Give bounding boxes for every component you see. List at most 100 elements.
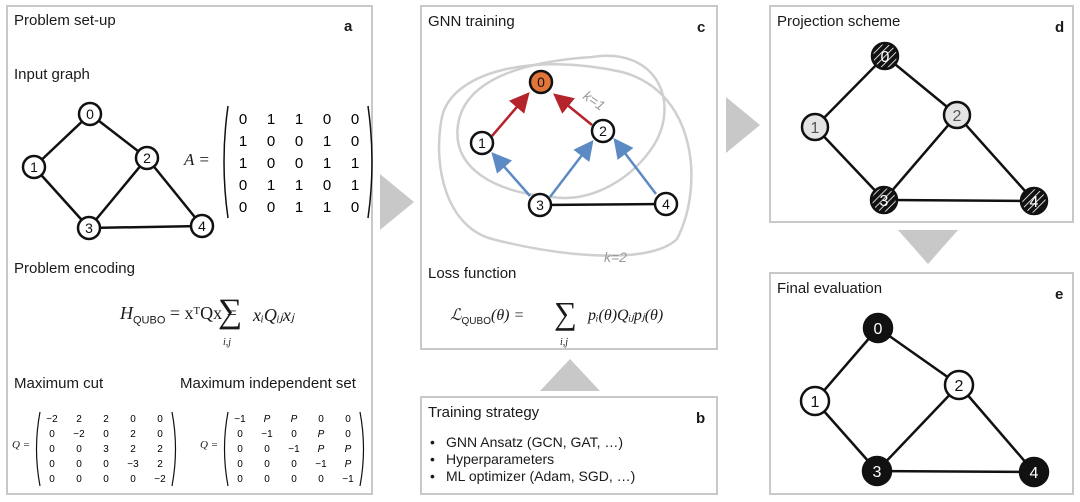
matrix-cell: 0 (103, 459, 109, 470)
matrix-cell: 0 (351, 133, 359, 150)
loss-lhs: ℒQUBO(θ) = (450, 305, 524, 327)
matrix-cell: −1 (261, 429, 273, 440)
matrix-cell: −2 (73, 429, 85, 440)
strategy-item: GNN Ansatz (GCN, GAT, …) (426, 434, 635, 451)
panel-a-letter: a (344, 18, 353, 35)
graph-node (861, 455, 893, 487)
matrix-cell: −1 (315, 459, 327, 470)
graph-node (76, 215, 102, 241)
matrix-cell: 0 (239, 199, 247, 216)
matrix-cell: 1 (295, 111, 303, 128)
matrix-cell: 1 (239, 133, 247, 150)
graph-node (528, 69, 554, 95)
graph-node (799, 385, 831, 417)
matrix-cell: 0 (291, 474, 297, 485)
hamiltonian-symbol: H (120, 303, 133, 323)
mis-q-label: Q = (200, 439, 219, 451)
matrix-cell: P (264, 414, 271, 425)
graph-node (590, 118, 616, 144)
graph-node-label: 0 (86, 106, 94, 122)
strategy-list: GNN Ansatz (GCN, GAT, …) Hyperparameters… (426, 434, 635, 485)
adjacency-label: A = (184, 150, 210, 169)
mis-label: Maximum independent set (180, 375, 356, 392)
panel-a-title: Problem set-up (14, 12, 116, 29)
matrix-cell: 2 (103, 414, 109, 425)
matrix-cell: 0 (76, 474, 82, 485)
matrix-cell: 2 (157, 459, 163, 470)
loss-sub: QUBO (461, 316, 491, 328)
graph-node-label: 4 (662, 196, 670, 212)
matrix-cell: −1 (288, 444, 300, 455)
panel-d-title: Projection scheme (777, 13, 901, 30)
matrix-cell: 0 (239, 177, 247, 194)
k2-label: k=2 (604, 249, 627, 265)
graph-node-label: 1 (811, 120, 820, 137)
matrix-cell: 0 (157, 414, 163, 425)
graph-node-label: 1 (811, 394, 820, 411)
graph-node-label: 0 (874, 321, 883, 338)
matrix-cell: 0 (318, 414, 324, 425)
matrix-cell: 1 (351, 177, 359, 194)
matrix-cell: 0 (49, 429, 55, 440)
matrix-cell: 0 (267, 199, 275, 216)
loss-sum-index: i,j (560, 337, 569, 348)
encoding-label: Problem encoding (14, 260, 135, 277)
matrix-cell: 1 (239, 155, 247, 172)
matrix-cell: 0 (76, 444, 82, 455)
matrix-cell: 0 (237, 444, 243, 455)
matrix-cell: 0 (49, 459, 55, 470)
graph-node-label: 2 (143, 150, 151, 166)
graph-node-label: 0 (881, 49, 890, 66)
hamiltonian: HQUBO = xᵀQx = (120, 303, 237, 327)
graph-node (800, 112, 830, 142)
matrix-cell: 0 (237, 459, 243, 470)
graph-node-label: 4 (1030, 465, 1039, 482)
graph-node-label: 3 (536, 197, 544, 213)
matrix-cell: 0 (295, 155, 303, 172)
matrix-cell: 0 (295, 133, 303, 150)
matrix-cell: P (345, 444, 352, 455)
arrow-right-icon (380, 174, 414, 230)
arrow-right-icon (726, 97, 760, 153)
matrix-cell: 1 (295, 199, 303, 216)
matrix-cell: 2 (130, 429, 136, 440)
matrix-cell: 0 (130, 474, 136, 485)
panel-b-title: Training strategy (428, 404, 540, 421)
matrix-cell: 0 (264, 459, 270, 470)
matrix-cell: 1 (267, 177, 275, 194)
graph-node-label: 0 (537, 74, 545, 90)
graph-node-label: 4 (1030, 194, 1039, 211)
loss-sum: ∑ (554, 295, 577, 331)
panel-b-letter: b (696, 410, 706, 427)
matrix-cell: 0 (291, 459, 297, 470)
graph-node-label: 4 (198, 218, 206, 234)
matrix-cell: 0 (237, 474, 243, 485)
graph-node (862, 312, 894, 344)
matrix-cell: 1 (323, 199, 331, 216)
graph-node (942, 100, 972, 130)
graph-node-label: 1 (30, 159, 38, 175)
graph-node (527, 192, 553, 218)
matrix-cell: 0 (49, 444, 55, 455)
matrix-cell: 0 (130, 414, 136, 425)
panel-e-title: Final evaluation (777, 280, 883, 297)
matrix-cell: 0 (345, 414, 351, 425)
panel-e-letter: e (1055, 286, 1064, 303)
matrix-cell: 0 (237, 429, 243, 440)
strategy-item: ML optimizer (Adam, SGD, …) (426, 468, 635, 485)
matrix-cell: 0 (76, 459, 82, 470)
matrix-cell: 0 (323, 177, 331, 194)
graph-node (1019, 186, 1049, 216)
graph-node-label: 2 (953, 108, 962, 125)
loss-term: pᵢ(θ)Qᵢⱼpⱼ(θ) (588, 307, 664, 324)
matrix-cell: 0 (267, 155, 275, 172)
matrix-cell: 0 (103, 429, 109, 440)
